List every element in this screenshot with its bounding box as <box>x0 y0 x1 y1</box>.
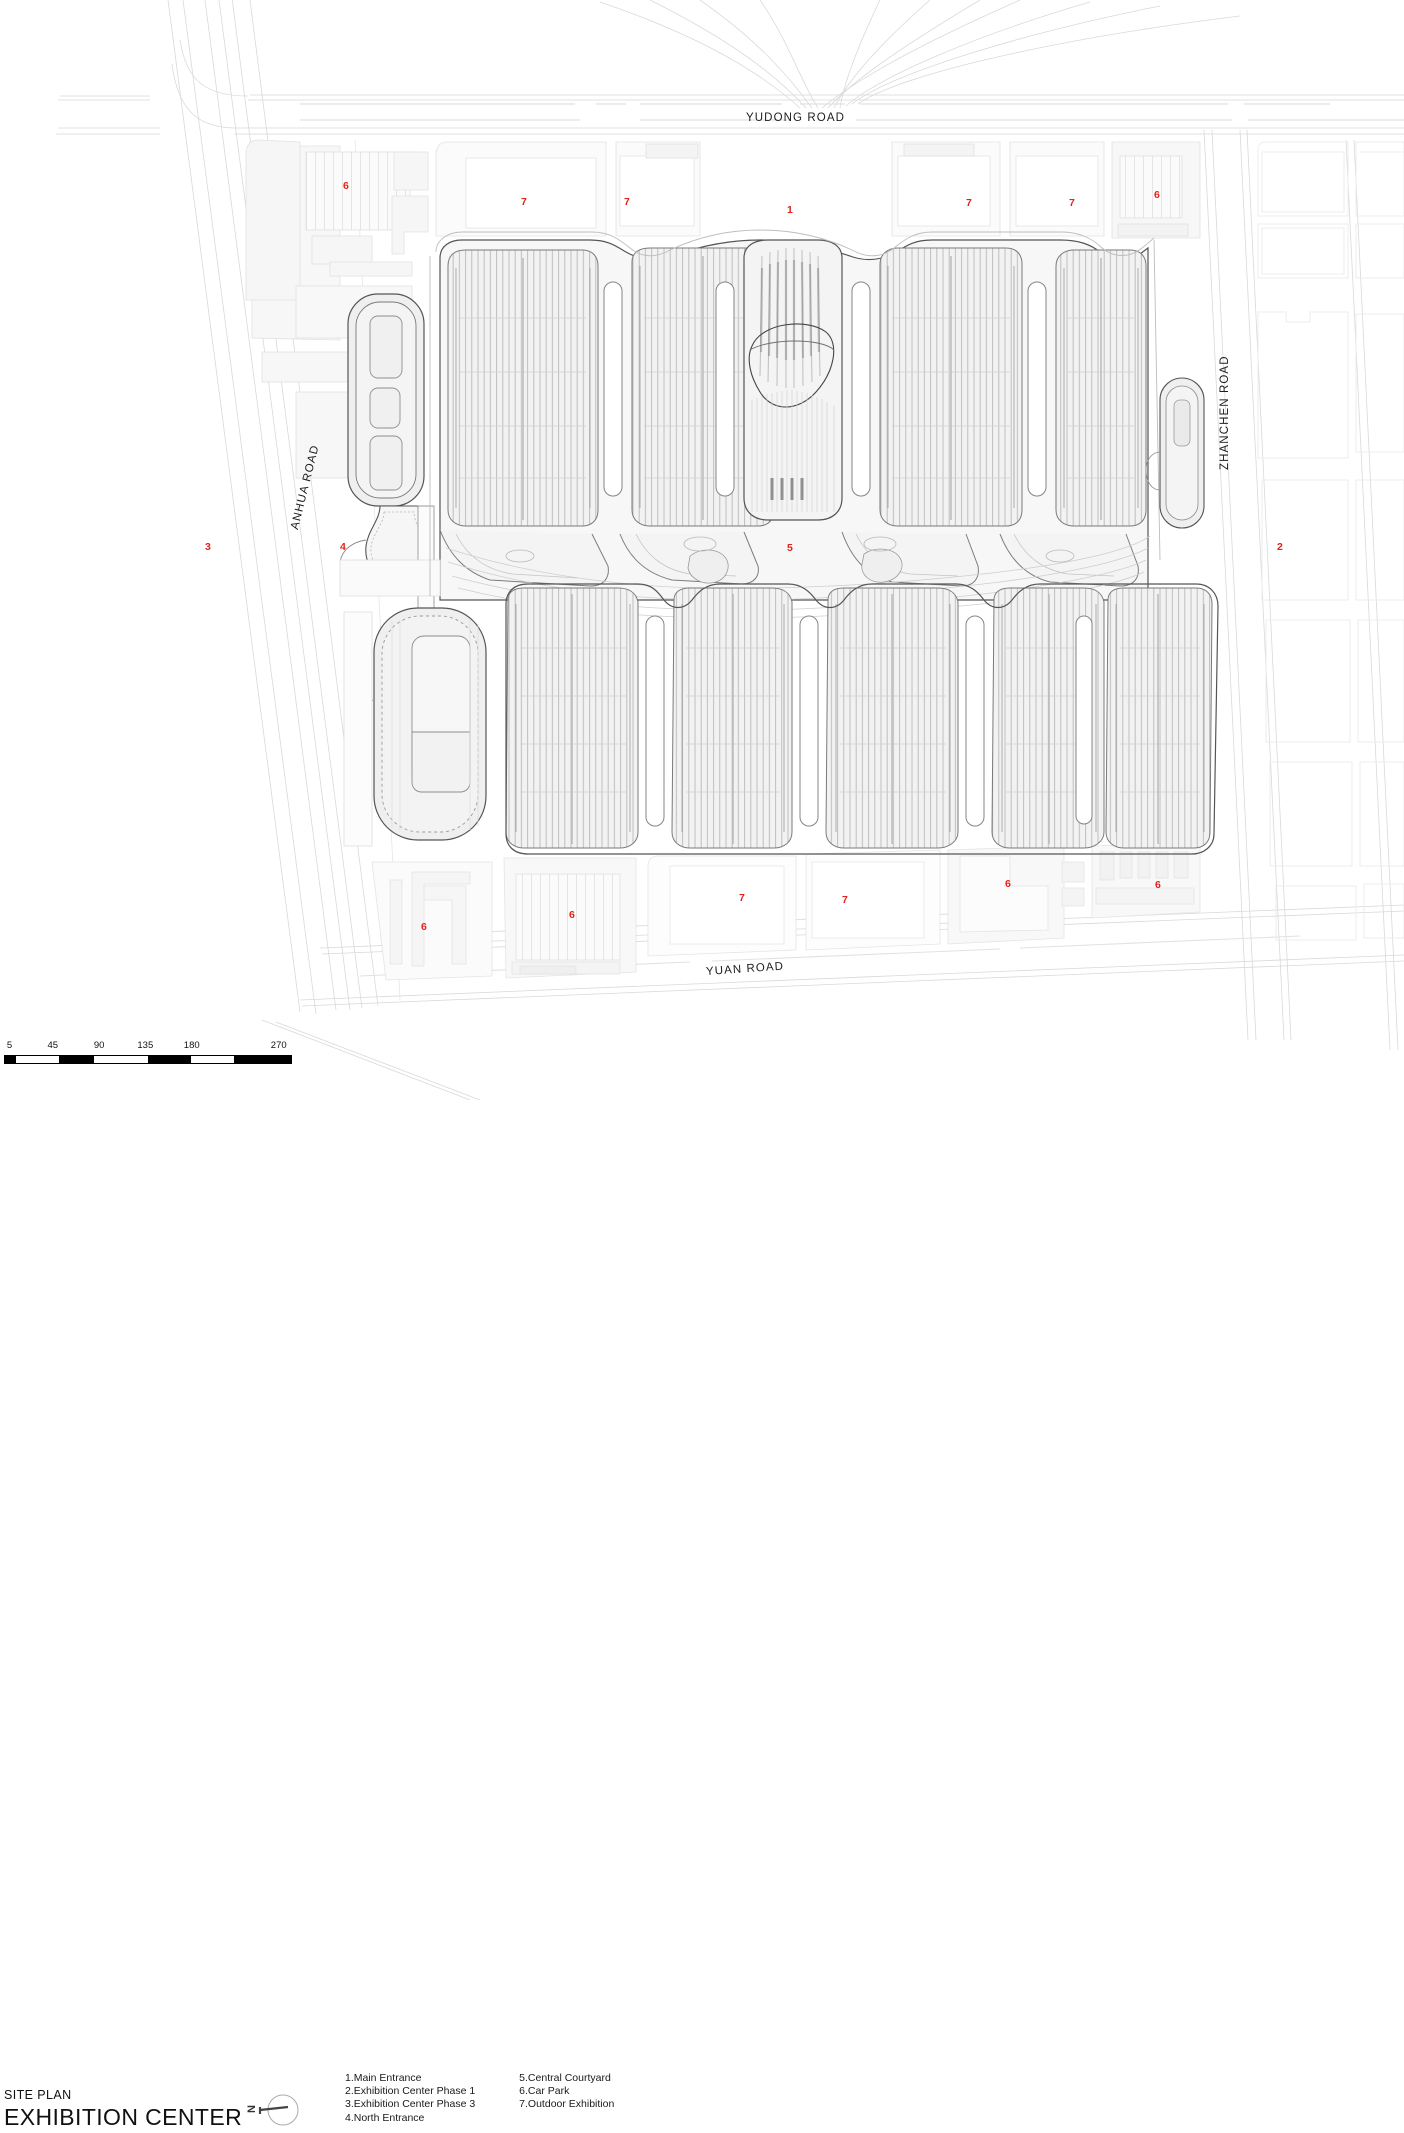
key-marker: 7 <box>1069 197 1076 209</box>
scale-tick: 45 <box>47 1040 59 1051</box>
legend-column-left: 1.Main Entrance 2.Exhibition Center Phas… <box>345 2072 475 2125</box>
scale-tick: 90 <box>93 1040 105 1051</box>
scale-bar-tick-labels: 5 45 90 135 180 270 <box>4 1040 294 1053</box>
key-marker: 6 <box>343 180 350 192</box>
key-marker: 6 <box>569 909 576 921</box>
legend-item: 6.Car Park <box>519 2085 570 2098</box>
site-plan-drawing <box>56 0 1404 1100</box>
context-parcels-south <box>371 841 1201 981</box>
key-marker: 7 <box>966 197 973 209</box>
south-exhibition-halls <box>505 587 1213 849</box>
key-marker: 7 <box>842 894 849 906</box>
legend-item: 3.Exhibition Center Phase 3 <box>345 2098 476 2111</box>
scale-tick: 180 <box>183 1040 200 1051</box>
road-label-yudong: YUDONG ROAD <box>746 112 845 124</box>
scale-bar: 5 45 90 135 180 270 <box>4 1040 294 1074</box>
legend: 1.Main Entrance 2.Exhibition Center Phas… <box>345 2072 765 2125</box>
key-marker: 6 <box>1154 189 1161 201</box>
north-arrow-icon: N <box>245 2092 304 2128</box>
legend-item: 2.Exhibition Center Phase 1 <box>345 2085 476 2098</box>
key-marker: 6 <box>421 921 428 933</box>
legend-item: 4.North Entrance <box>345 2111 425 2124</box>
west-apron <box>339 559 441 847</box>
legend-item: 1.Main Entrance <box>345 2072 422 2084</box>
context-parcels-east <box>1257 141 1404 941</box>
scale-tick: 135 <box>137 1040 154 1051</box>
project-title-label: EXHIBITION CENTER <box>4 2104 243 2130</box>
road-label-zhanchen: ZHANCHEN ROAD <box>1219 355 1231 470</box>
key-marker: 3 <box>205 541 212 553</box>
legend-item: 5.Central Courtyard <box>519 2072 611 2084</box>
key-marker: 2 <box>1277 541 1284 553</box>
north-exhibition-halls <box>447 239 1147 527</box>
legend-column-right: 5.Central Courtyard 6.Car Park 7.Outdoor… <box>519 2072 614 2125</box>
drawing-type-label: SITE PLAN <box>4 2088 72 2102</box>
legend-item: 7.Outdoor Exhibition <box>519 2098 615 2111</box>
context-roadwork <box>56 0 1404 1100</box>
north-arrow-label: N <box>245 2105 258 2113</box>
key-marker: 6 <box>1155 879 1162 891</box>
site-boundary <box>429 229 1161 596</box>
key-marker: 7 <box>739 892 746 904</box>
scale-bar-graphic <box>4 1055 292 1064</box>
east-parking <box>1145 377 1205 529</box>
key-marker: 7 <box>521 196 528 208</box>
key-marker: 4 <box>340 541 347 553</box>
key-marker: 6 <box>1005 878 1012 890</box>
key-marker: 7 <box>624 196 631 208</box>
key-marker: 1 <box>787 204 794 216</box>
central-courtyard-zone <box>439 529 1151 619</box>
south-hall-outline <box>505 583 1219 855</box>
scale-tick: 270 <box>270 1040 287 1051</box>
title-block: 5 45 90 135 180 270 SITE PLAN EXHIBITION… <box>0 1030 1404 2130</box>
key-marker: 5 <box>787 542 794 554</box>
scale-tick: 5 <box>6 1040 13 1051</box>
sheet-title: SITE PLAN EXHIBITION CENTER <box>4 2088 242 2131</box>
